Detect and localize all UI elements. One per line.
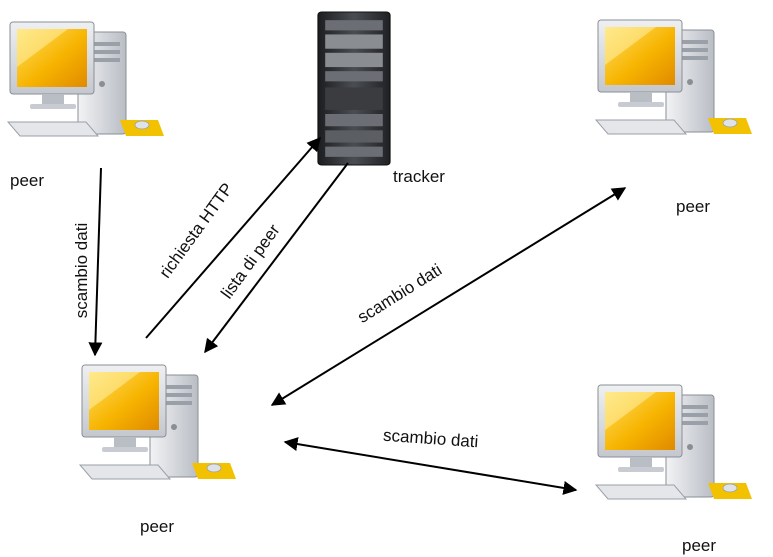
arrow-http-request (145, 136, 321, 339)
peer-top-left-computer-icon (7, 21, 165, 137)
peer-bottom-right-label: peer (682, 536, 717, 555)
peer-center-computer-icon (79, 364, 237, 480)
peer-center-label: peer (140, 517, 175, 536)
peer-bottom-right-computer-icon (595, 384, 753, 500)
arrow-exchange-top-right (270, 187, 627, 406)
arrow-exchange-left (88, 167, 103, 357)
arrow-exchange-bottom-right (283, 437, 578, 495)
tracker-server-icon (317, 11, 391, 166)
peer-top-left-label: peer (10, 171, 45, 190)
tracker-label: tracker (393, 167, 445, 186)
peer-top-right-label: peer (676, 197, 711, 216)
exchange-left-label: scambio dati (72, 222, 92, 319)
peer-top-right-computer-icon (595, 19, 753, 135)
